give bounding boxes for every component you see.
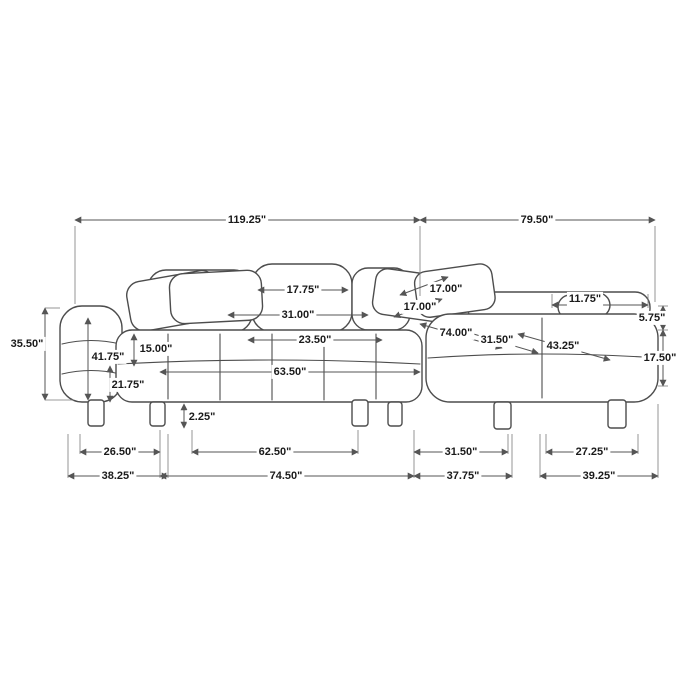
sofa-leg bbox=[87, 399, 105, 427]
label-background bbox=[641, 350, 679, 365]
dim-label-11-75: 11.75" bbox=[569, 293, 601, 305]
dim-label-43-25: 43.25" bbox=[547, 340, 580, 352]
dim-label-31-50-bottom: 31.50" bbox=[445, 446, 478, 458]
dim-label-119-25: 119.25" bbox=[228, 214, 266, 226]
dim-label-31-50-chaise: 31.50" bbox=[481, 334, 514, 346]
label-background bbox=[267, 468, 305, 483]
label-background bbox=[225, 212, 269, 227]
label-background bbox=[478, 332, 516, 347]
label-background bbox=[444, 468, 482, 483]
dimension-labels: 119.25" 79.50" 35.50" 17.75" 31.00" 23.5… bbox=[8, 212, 679, 483]
dim-label-74-00: 74.00" bbox=[440, 327, 473, 339]
label-background bbox=[437, 325, 475, 340]
dim-label-26-50: 26.50" bbox=[104, 446, 137, 458]
dim-label-15-00: 15.00" bbox=[140, 343, 173, 355]
sofa-leg bbox=[351, 399, 369, 427]
dim-label-17-75: 17.75" bbox=[287, 284, 320, 296]
extension-lines bbox=[45, 226, 668, 478]
label-background bbox=[279, 307, 317, 322]
sofa-leg bbox=[387, 401, 403, 427]
seam-line bbox=[117, 359, 421, 365]
label-background bbox=[101, 444, 139, 459]
label-background bbox=[544, 338, 582, 353]
label-background bbox=[271, 364, 309, 379]
label-background bbox=[186, 409, 218, 424]
dim-label-63-50: 63.50" bbox=[274, 366, 307, 378]
dim-label-38-25: 38.25" bbox=[102, 470, 135, 482]
dim-label-17-50: 17.50" bbox=[644, 352, 677, 364]
seat-base bbox=[115, 329, 423, 403]
dim-label-74-50: 74.50" bbox=[270, 470, 303, 482]
label-background bbox=[518, 212, 556, 227]
label-background bbox=[442, 444, 480, 459]
sofa-leg bbox=[149, 401, 166, 427]
label-background bbox=[636, 310, 668, 325]
accent-pillow bbox=[168, 269, 264, 325]
dim-label-39-25: 39.25" bbox=[583, 470, 616, 482]
dim-label-41-75: 41.75" bbox=[92, 351, 125, 363]
sofa-leg bbox=[607, 399, 627, 429]
label-background bbox=[99, 468, 137, 483]
dim-label-31-00: 31.00" bbox=[282, 309, 315, 321]
dim-label-62-50: 62.50" bbox=[259, 446, 292, 458]
label-background bbox=[427, 281, 465, 296]
label-background bbox=[296, 332, 334, 347]
label-background bbox=[137, 341, 175, 356]
dim-label-27-25: 27.25" bbox=[576, 446, 609, 458]
dim-label-79-50: 79.50" bbox=[521, 214, 554, 226]
label-background bbox=[401, 299, 439, 314]
dim-label-35-50: 35.50" bbox=[11, 338, 44, 350]
dim-label-17-00-a: 17.00" bbox=[430, 283, 463, 295]
label-background bbox=[580, 468, 618, 483]
dim-label-21-75: 21.75" bbox=[112, 379, 145, 391]
dim-line-17-00-a bbox=[399, 275, 449, 297]
label-background bbox=[89, 349, 127, 364]
dim-label-2-25: 2.25" bbox=[189, 411, 216, 423]
dim-label-5-75: 5.75" bbox=[639, 312, 666, 324]
label-background bbox=[284, 282, 322, 297]
dim-label-23-50: 23.50" bbox=[299, 334, 332, 346]
sofa-leg bbox=[493, 401, 512, 430]
label-background bbox=[566, 291, 604, 306]
label-background bbox=[573, 444, 611, 459]
label-background bbox=[109, 377, 147, 392]
dim-label-17-00-b: 17.00" bbox=[404, 301, 437, 313]
dim-label-37-75: 37.75" bbox=[447, 470, 480, 482]
label-background bbox=[256, 444, 294, 459]
label-background bbox=[8, 336, 46, 351]
